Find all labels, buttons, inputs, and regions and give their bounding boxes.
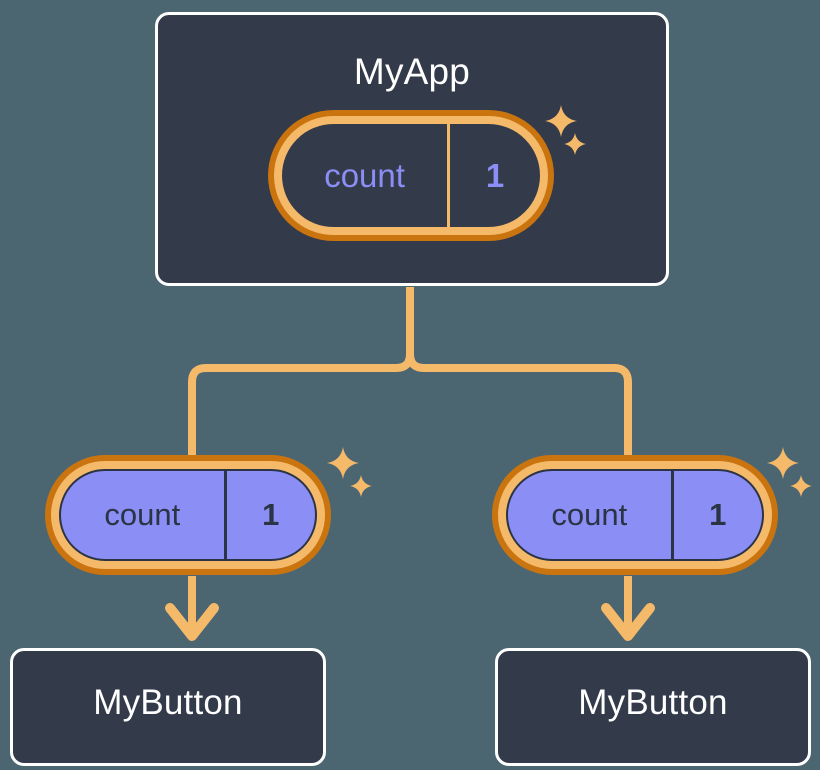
component-title-mybutton-right: MyButton bbox=[578, 683, 728, 722]
state-pill-inner-ring: count 1 bbox=[51, 461, 325, 569]
state-key-label: count bbox=[551, 497, 628, 532]
arrow-head-left bbox=[165, 603, 219, 641]
component-card-mybutton-left[interactable]: MyButton bbox=[10, 648, 326, 766]
state-pill-myapp[interactable]: count 1 bbox=[268, 110, 554, 241]
state-key-label: count bbox=[104, 497, 181, 532]
sparkle-icon bbox=[789, 474, 813, 498]
state-value-label: 1 bbox=[223, 471, 315, 559]
arrow-head-right bbox=[601, 603, 655, 641]
state-pill-body: count 1 bbox=[59, 469, 317, 561]
connector-to-right-child bbox=[406, 338, 632, 455]
state-value-label: 1 bbox=[670, 471, 762, 559]
sparkle-icon bbox=[326, 446, 360, 480]
sparkle-icon bbox=[349, 474, 373, 498]
state-pill-inner-ring: count 1 bbox=[274, 116, 548, 235]
state-pill-body: count 1 bbox=[282, 124, 540, 227]
component-title-myapp: MyApp bbox=[353, 51, 471, 92]
state-key-label: count bbox=[324, 156, 405, 194]
state-value-label: 1 bbox=[447, 124, 540, 227]
state-pill-body: count 1 bbox=[506, 469, 764, 561]
connector-to-left-child bbox=[188, 338, 414, 455]
state-pill-child-left[interactable]: count 1 bbox=[45, 455, 331, 575]
component-card-mybutton-right[interactable]: MyButton bbox=[495, 648, 811, 766]
state-pill-inner-ring: count 1 bbox=[498, 461, 772, 569]
sparkle-icon bbox=[766, 446, 800, 480]
state-pill-child-right[interactable]: count 1 bbox=[492, 455, 778, 575]
component-title-mybutton-left: MyButton bbox=[93, 683, 243, 722]
